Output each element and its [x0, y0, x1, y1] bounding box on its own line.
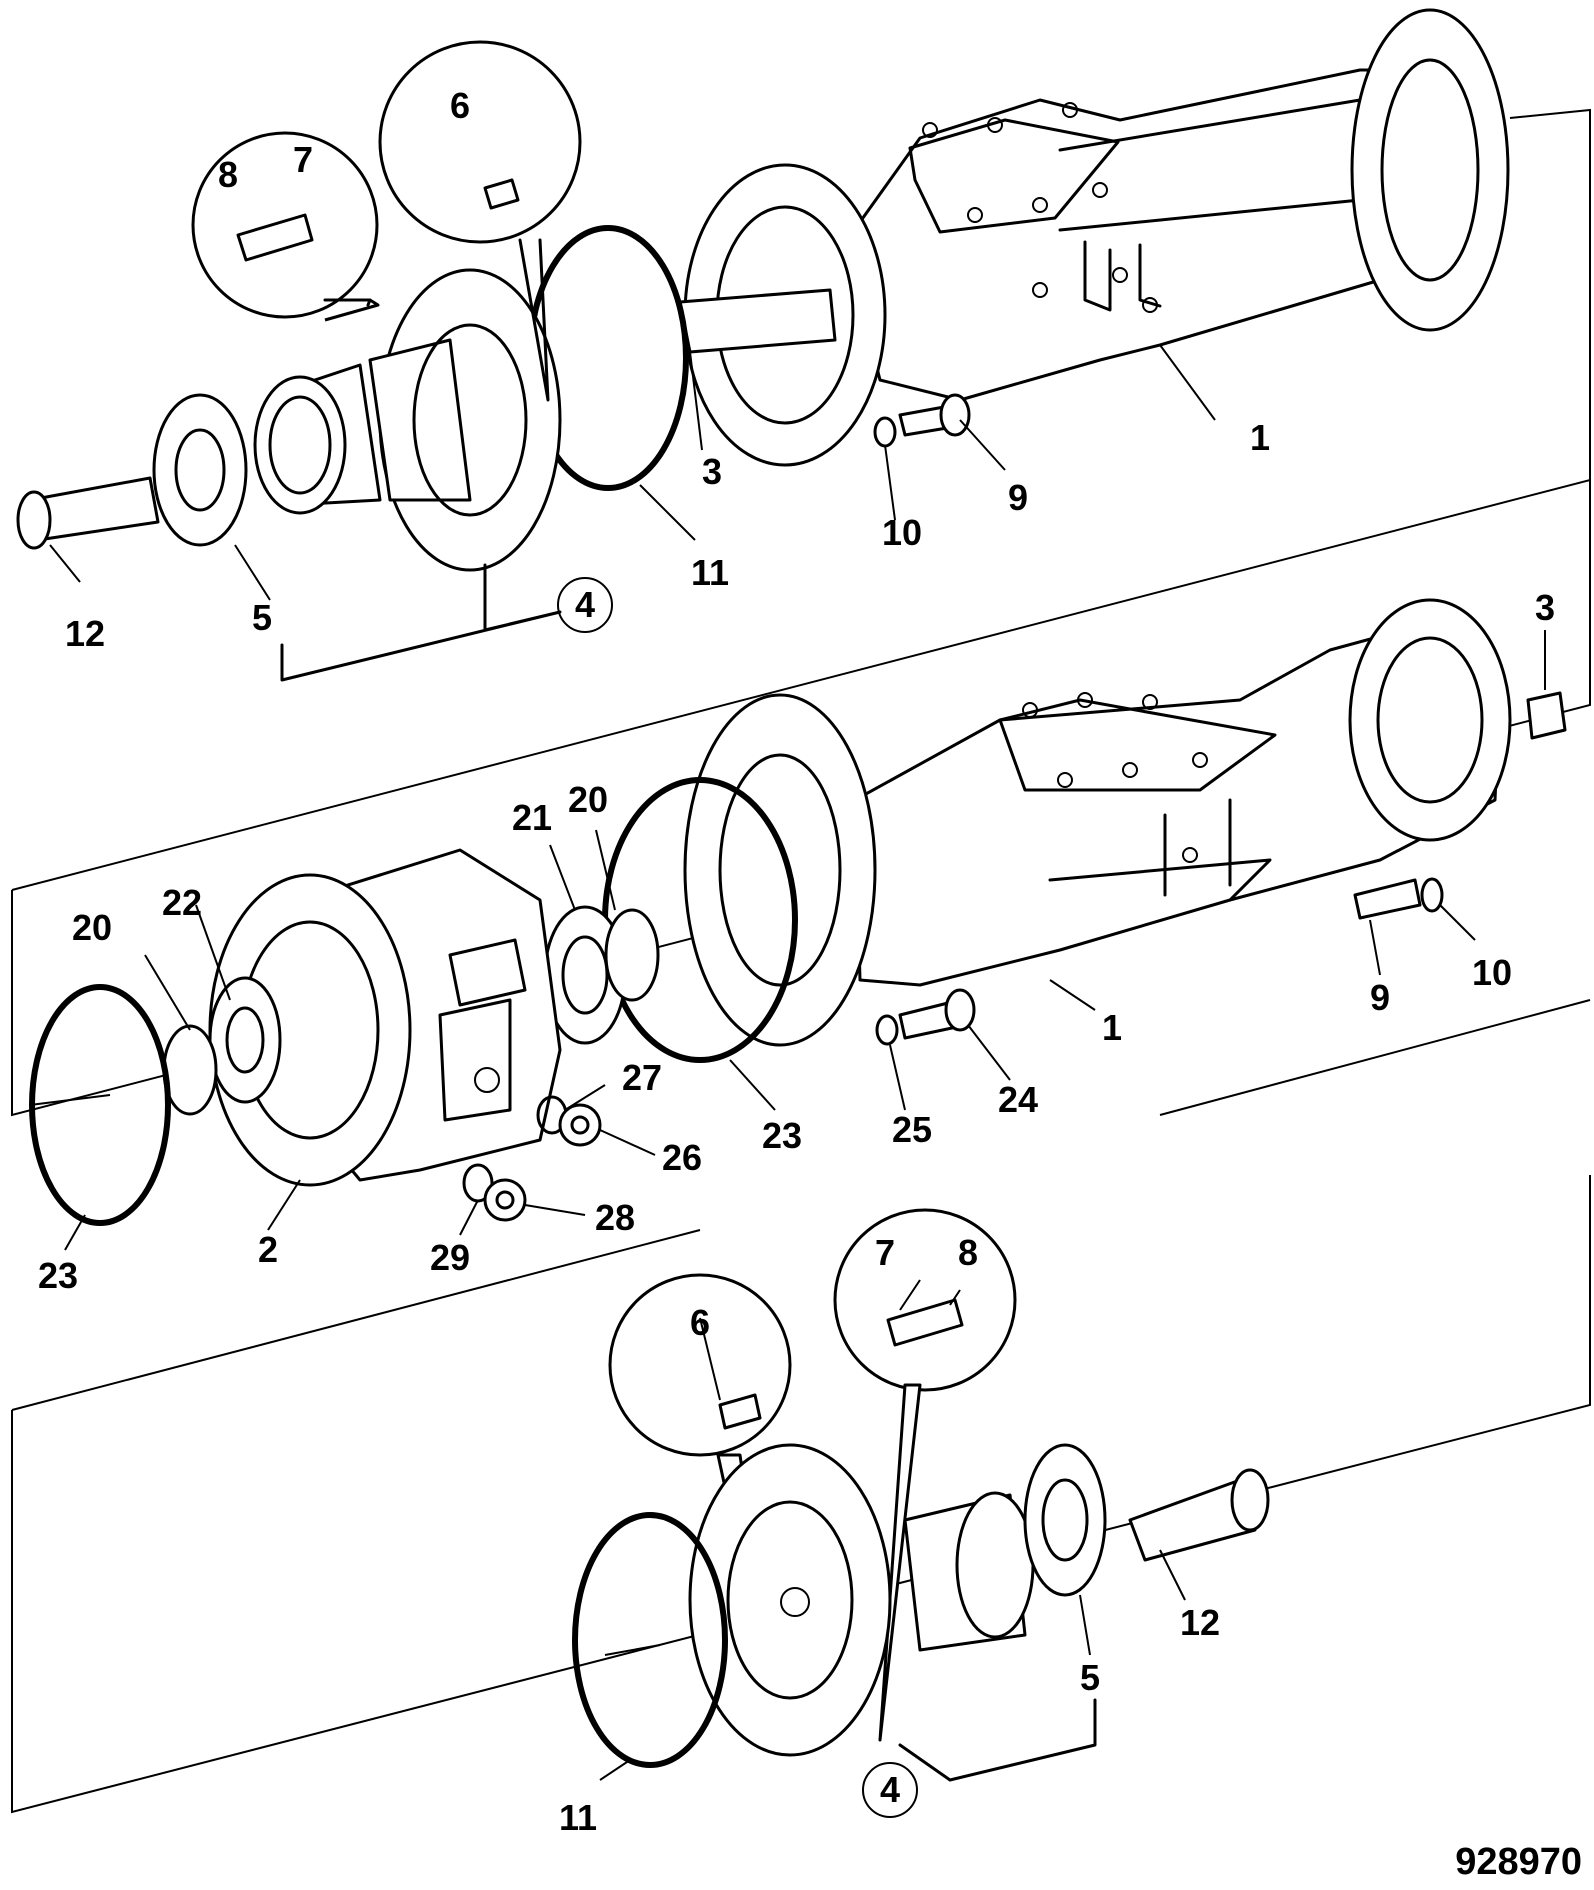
- callout-bot-12: 12: [1180, 1602, 1220, 1643]
- shim-20-left: [162, 1024, 218, 1116]
- callout-top-1: 1: [1250, 417, 1270, 458]
- middle-callouts: 1 2 3 9 10 20 20 21 22 23 23 24 25 26 27…: [38, 587, 1555, 1296]
- axle-housing: [683, 8, 1510, 467]
- bolt-24-washer-25: [875, 988, 976, 1046]
- hub-assembly-4: [253, 268, 562, 572]
- bearing-5-bottom: [1023, 1443, 1107, 1597]
- callout-mid-24: 24: [998, 1079, 1038, 1120]
- bearing-5: [152, 393, 248, 547]
- detail-circle-7-8-bottom: [833, 1208, 1017, 1392]
- callout-top-5: 5: [252, 597, 272, 638]
- o-ring-11-bottom: [572, 1512, 728, 1768]
- callout-mid-29: 29: [430, 1237, 470, 1278]
- figure-reference-number: 928970: [1455, 1841, 1582, 1883]
- callout-mid-20-right: 20: [568, 779, 608, 820]
- callout-top-7: 7: [293, 139, 313, 180]
- top-assembly: [16, 8, 1510, 682]
- top-callouts: 1 3 4 5 6 7 8 9 10 11 12: [65, 85, 1270, 654]
- callout-mid-23-left: 23: [38, 1255, 78, 1296]
- callout-top-3: 3: [702, 451, 722, 492]
- stub-shaft-12: [16, 476, 160, 550]
- bottom-callouts: 4 5 6 7 8 11 12: [559, 1232, 1220, 1838]
- callout-bot-8: 8: [958, 1232, 978, 1273]
- callout-mid-28: 28: [595, 1197, 635, 1238]
- callout-bot-4: 4: [880, 1769, 900, 1810]
- callout-mid-21: 21: [512, 797, 552, 838]
- callout-bot-7: 7: [875, 1232, 895, 1273]
- bolt-9-washer-10-middle: [1353, 877, 1444, 920]
- callout-mid-23-right: 23: [762, 1115, 802, 1156]
- stub-shaft-12-bottom: [1128, 1468, 1270, 1562]
- callout-mid-27: 27: [622, 1057, 662, 1098]
- hub-assembly-4-bottom: [688, 1443, 1035, 1757]
- axle-shaft-3: [678, 288, 837, 354]
- callout-mid-3: 3: [1535, 587, 1555, 628]
- callout-top-12: 12: [65, 613, 105, 654]
- bolt-9-washer-10: [873, 393, 971, 448]
- axle-housing-middle: [683, 598, 1512, 1047]
- bearing-22: [208, 976, 282, 1104]
- detail-circle-6: [378, 40, 582, 244]
- callout-mid-25: 25: [892, 1109, 932, 1150]
- callout-top-8: 8: [218, 154, 238, 195]
- callout-top-6: 6: [450, 85, 470, 126]
- callout-mid-9: 9: [1370, 977, 1390, 1018]
- callout-top-9: 9: [1008, 477, 1028, 518]
- callout-mid-1: 1: [1102, 1007, 1122, 1048]
- callout-bot-6: 6: [690, 1302, 710, 1343]
- callout-bot-5: 5: [1080, 1657, 1100, 1698]
- bracket-4-top: [280, 563, 562, 682]
- callout-top-11: 11: [691, 552, 729, 593]
- callout-mid-22: 22: [162, 882, 202, 923]
- plug-28-seal-29: [462, 1163, 527, 1222]
- axle-shaft-3-middle: [1526, 691, 1567, 740]
- callout-top-10: 10: [882, 512, 922, 553]
- callout-top-4: 4: [575, 584, 595, 625]
- callout-bot-11: 11: [559, 1797, 597, 1838]
- middle-assembly: [29, 598, 1567, 1251]
- callout-mid-20-left: 20: [72, 907, 112, 948]
- callout-mid-2: 2: [258, 1229, 278, 1270]
- plug-26-seal-27: [536, 1095, 602, 1147]
- shim-20-right: [604, 908, 660, 1002]
- callout-mid-10: 10: [1472, 952, 1512, 993]
- bracket-4-bottom: [898, 1698, 1097, 1782]
- bottom-assembly: [572, 1208, 1270, 1818]
- callout-mid-26: 26: [662, 1137, 702, 1178]
